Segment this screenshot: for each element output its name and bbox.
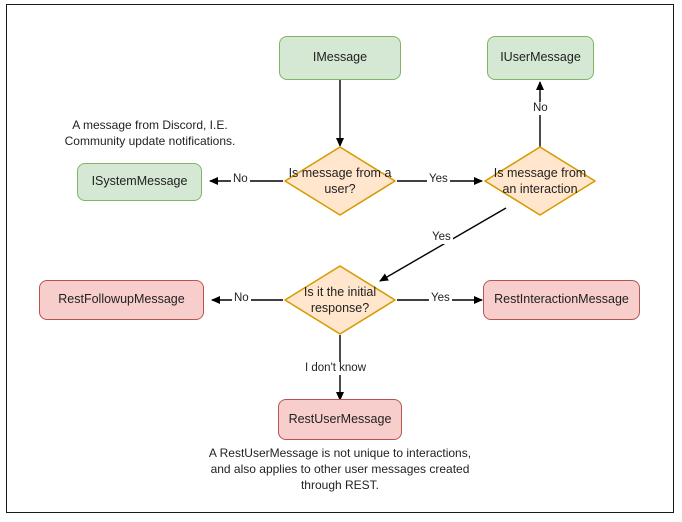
node-imessage[interactable]: IMessage bbox=[279, 36, 401, 80]
edge-label-initial-unknown: I don't know bbox=[303, 362, 369, 375]
edge-label-user-yes: Yes bbox=[427, 173, 450, 186]
node-iusermessage[interactable]: IUserMessage bbox=[487, 36, 594, 80]
node-restfollowupmessage-label: RestFollowupMessage bbox=[58, 292, 185, 307]
node-restinteractionmessage-label: RestInteractionMessage bbox=[494, 292, 629, 307]
annotation-rest-user-note: A RestUserMessage is not unique to inter… bbox=[208, 446, 472, 492]
node-decision-initial-label: Is it the initial response? bbox=[303, 284, 377, 315]
edge-label-interaction-yes: Yes bbox=[430, 231, 453, 244]
edge-label-initial-yes: Yes bbox=[429, 292, 452, 305]
edge-decision-interaction-yes bbox=[379, 207, 507, 282]
node-restfollowupmessage[interactable]: RestFollowupMessage bbox=[39, 280, 204, 320]
edge-label-user-no: No bbox=[231, 173, 250, 186]
node-restusermessage-label: RestUserMessage bbox=[288, 411, 392, 426]
annotation-system-note: A message from Discord, I.E. Community u… bbox=[64, 118, 236, 148]
node-decision-interaction[interactable]: Is message from an interaction bbox=[481, 145, 599, 217]
edge-label-initial-no: No bbox=[232, 292, 251, 305]
node-restinteractionmessage[interactable]: RestInteractionMessage bbox=[483, 280, 640, 320]
diamond-shape bbox=[284, 146, 396, 216]
diamond-shape bbox=[284, 265, 396, 335]
diamond-shape bbox=[484, 146, 596, 216]
node-iusermessage-label: IUserMessage bbox=[500, 50, 581, 65]
node-imessage-label: IMessage bbox=[312, 50, 368, 65]
node-decision-initial[interactable]: Is it the initial response? bbox=[281, 264, 399, 336]
node-restusermessage[interactable]: RestUserMessage bbox=[278, 399, 402, 440]
node-isystemmessage-label: ISystemMessage bbox=[91, 174, 188, 189]
node-decision-interaction-label: Is message from an interaction bbox=[493, 165, 587, 196]
node-decision-user-label: Is message from a user? bbox=[288, 165, 392, 196]
edge-label-interaction-no: No bbox=[531, 102, 550, 115]
node-isystemmessage[interactable]: ISystemMessage bbox=[77, 163, 202, 201]
node-decision-user[interactable]: Is message from a user? bbox=[281, 145, 399, 217]
